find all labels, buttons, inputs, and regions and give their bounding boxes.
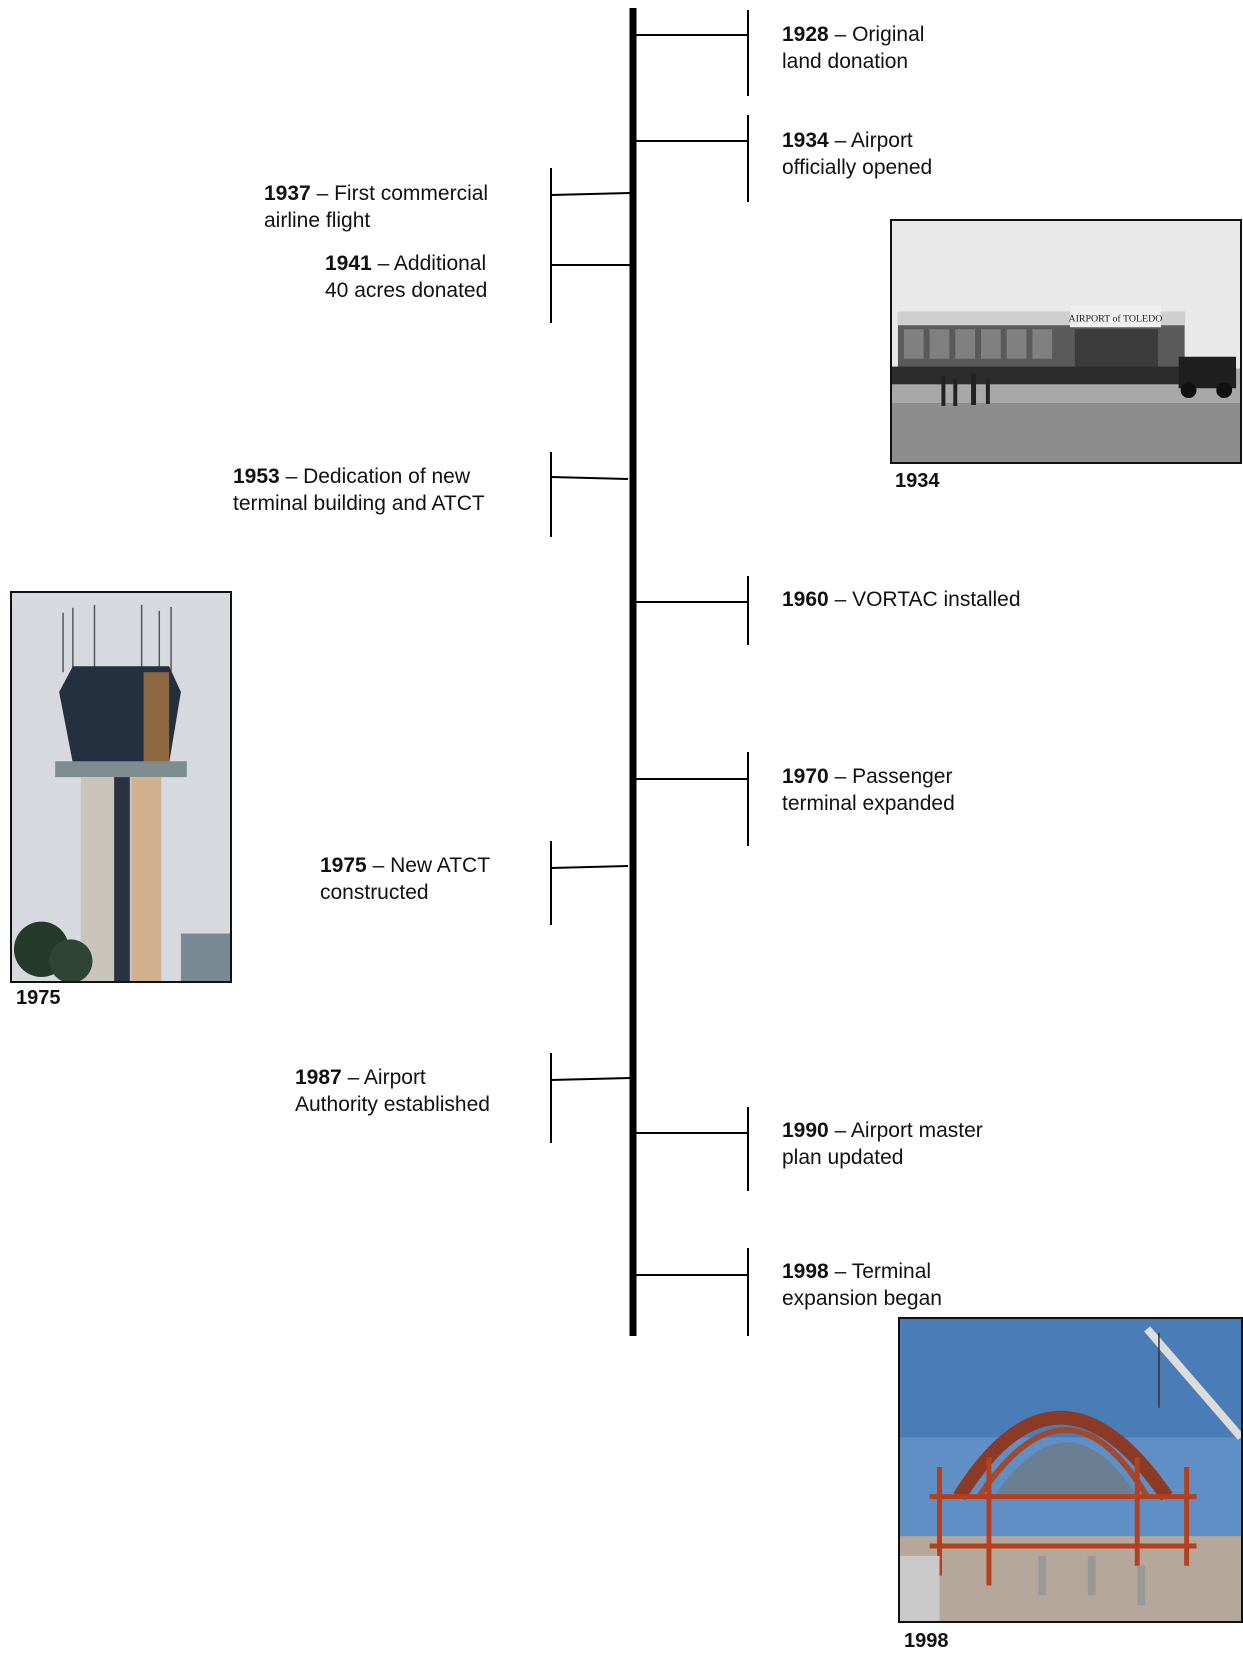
hangar-photo-1934: AIRPORT of TOLEDO <box>890 219 1242 464</box>
construction-photo-1998 <box>898 1317 1243 1623</box>
tower-photo-caption: 1975 <box>16 987 61 1009</box>
svg-text:AIRPORT of TOLEDO: AIRPORT of TOLEDO <box>1068 313 1162 324</box>
construction-photo-caption: 1998 <box>904 1630 949 1652</box>
tower-photo-1975 <box>10 591 232 983</box>
connectors <box>550 10 749 1336</box>
event-1960: 1960 – VORTAC installed <box>782 588 1021 611</box>
hangar-photo-caption: 1934 <box>895 470 940 492</box>
